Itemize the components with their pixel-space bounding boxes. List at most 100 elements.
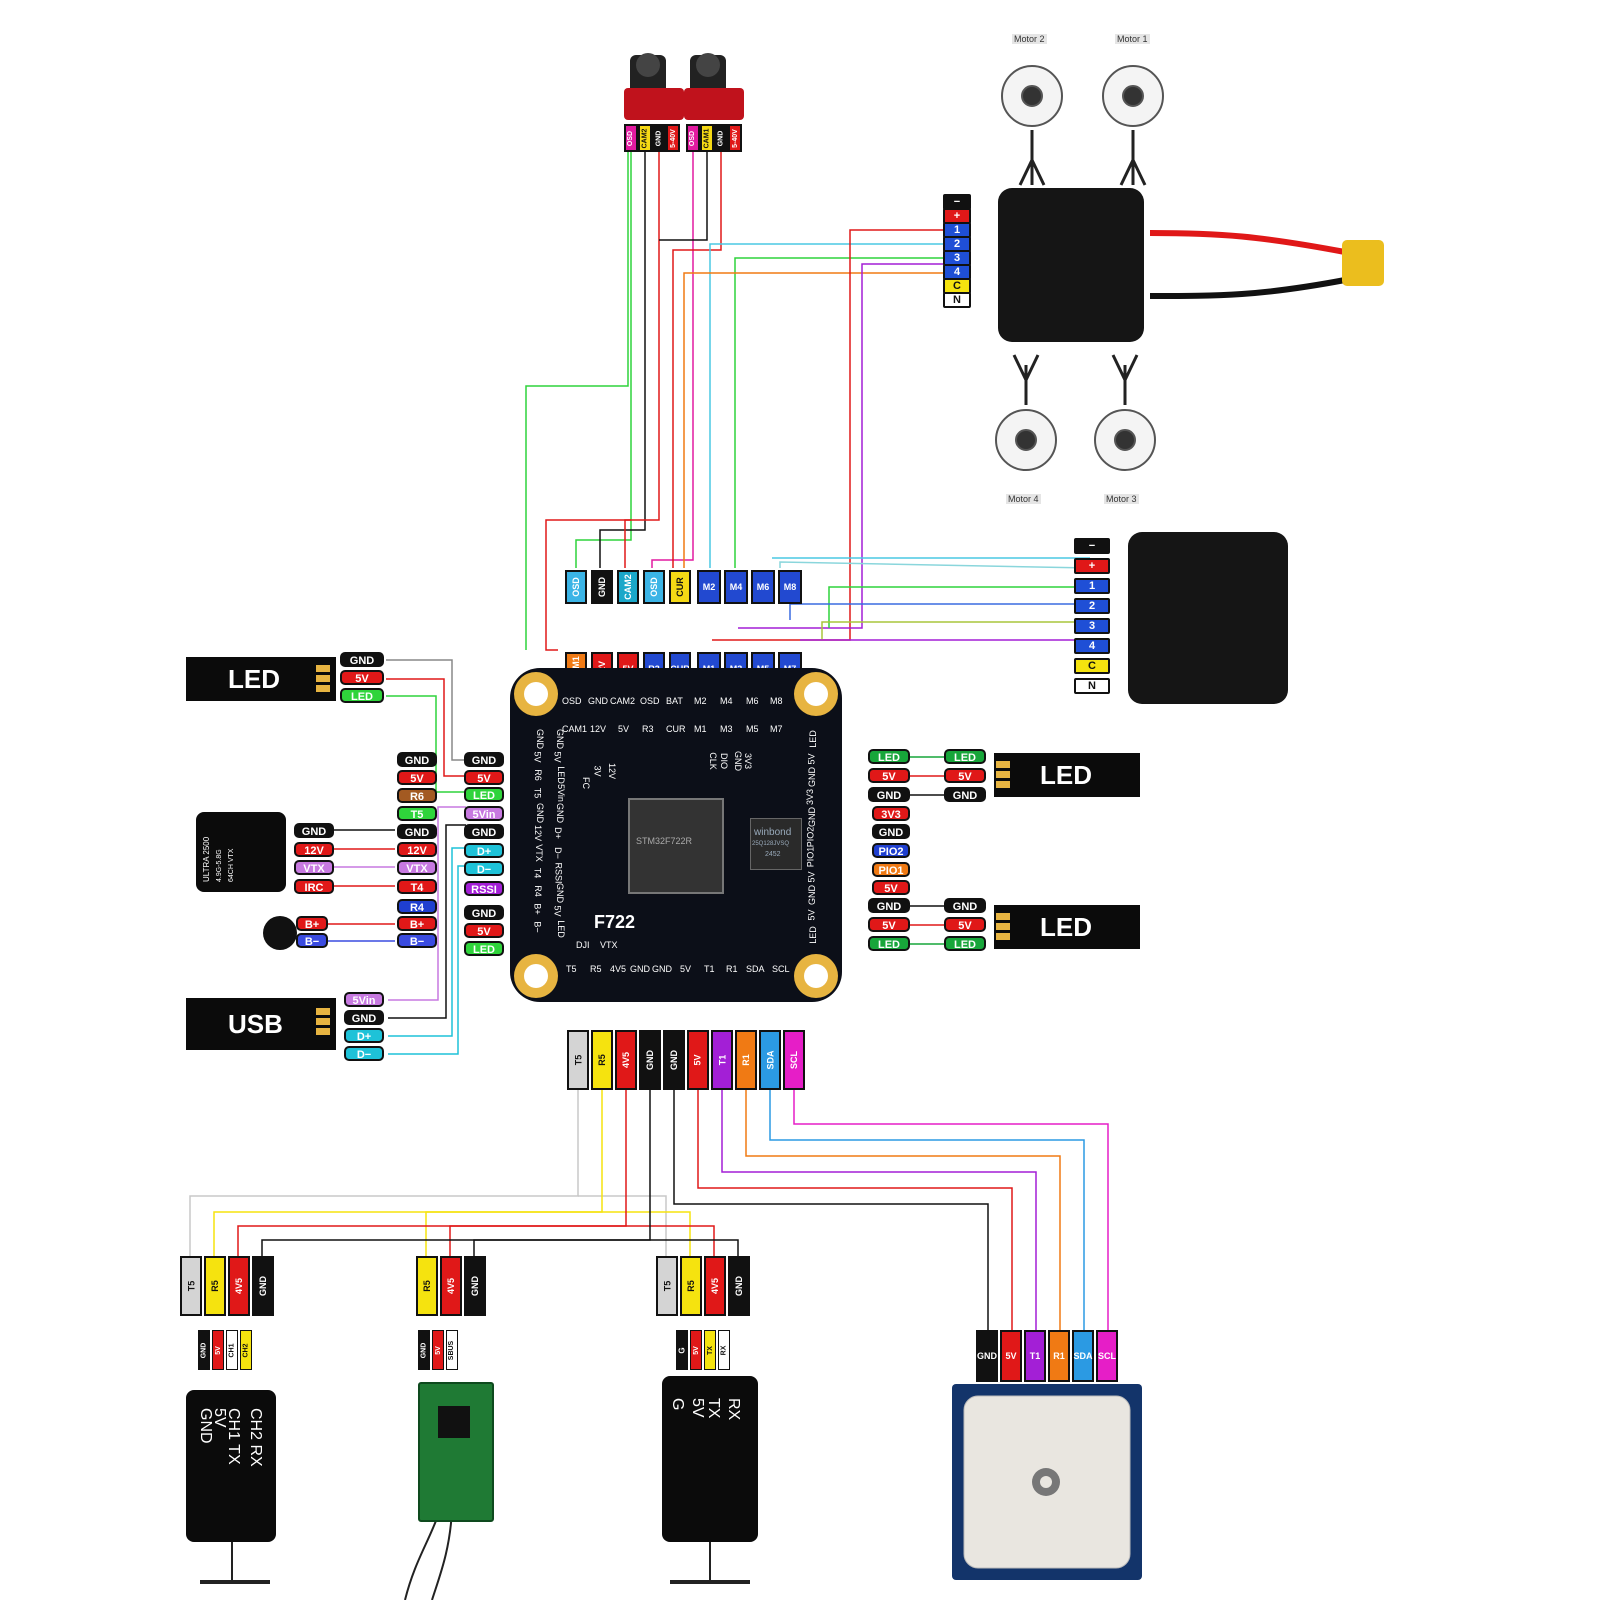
led-rt-pad-gnd: GND (944, 787, 986, 802)
fc-bottom-t5: T5 (566, 964, 577, 974)
fc-bottom-r1: R1 (726, 964, 738, 974)
right-5v-2: 5V (872, 880, 910, 895)
mount-hole (514, 672, 558, 716)
mid-gnd-1: GND (397, 752, 437, 767)
fc-left-12v: 12V (533, 824, 544, 842)
fc-label-osd: OSD (562, 696, 582, 706)
fc-left-r4: R4 (532, 885, 543, 897)
rx3-wire-tx: TX (704, 1330, 716, 1370)
gps-t1: T1 (1024, 1330, 1046, 1382)
buzzer-pad-bminus: B− (296, 933, 328, 948)
fc-mcu: STM32F722R (628, 798, 724, 894)
rx2-4v5: 4V5 (440, 1256, 462, 1316)
cam2-osd-wire (575, 152, 632, 568)
flight-controller: STM32F722R winbond 25Q128JVSQ 2452 F722 … (510, 668, 842, 1002)
row1-m8: M8 (778, 570, 802, 604)
fc-label-cam1: CAM1 (562, 724, 588, 734)
vtx-brand: ULTRA 2500 (202, 836, 211, 882)
led-right-top-label: LED (1040, 759, 1092, 790)
fc-label-cam2: CAM2 (610, 696, 636, 706)
rx1-wire-ch2: CH2 (240, 1330, 252, 1370)
fc-12v: 12V (607, 762, 618, 780)
fc-label-bat: BAT (666, 696, 683, 706)
cam1-power-wire (672, 152, 722, 568)
esc2-board (1128, 532, 1288, 704)
right-5v-3: 5V (868, 917, 910, 932)
cam2-power-wire (624, 152, 660, 568)
fc-inner-5vin: 5Vin (555, 784, 566, 802)
led-left-label: LED (228, 663, 280, 694)
mid-gnd-2: GND (397, 824, 437, 839)
rx3-wire-g: G (676, 1330, 688, 1370)
right-pio2: PIO2 (872, 843, 910, 858)
rx1-gnd: GND (252, 1256, 274, 1316)
fc-bottom-r5: R5 (590, 964, 602, 974)
led-rt-pad-led: LED (944, 749, 986, 764)
fc-fc: FC (581, 777, 591, 789)
fc-label-m1: M1 (694, 724, 707, 734)
cam1-signal-pad: CAM1 (700, 124, 714, 152)
motor-graphics (995, 65, 1164, 471)
xt60-connector (1342, 240, 1384, 286)
fc-3v3: 3V3 (743, 752, 754, 770)
inner-dplus: D+ (464, 843, 504, 858)
mid-t4: T4 (397, 879, 437, 894)
fc-gnd: GND (733, 751, 743, 771)
rx3-r5: R5 (680, 1256, 702, 1316)
m3-wire (738, 263, 943, 629)
fc-bottom-4v5: 4V5 (610, 964, 627, 974)
inner-5v-2: 5V (464, 923, 504, 938)
fc-right-3v3: 3V3 (805, 788, 816, 806)
rx1-receiver: GND 5V CH1 TX CH2 RX (186, 1390, 276, 1542)
fc-left-t4: T4 (532, 867, 543, 879)
rx1-r5: R5 (204, 1256, 226, 1316)
fc-dio: DIO (719, 752, 730, 770)
rx1-wire-gnd: GND (198, 1330, 210, 1370)
esc2-pad-minus: − (1074, 538, 1110, 554)
fc-label-r3: R3 (642, 724, 654, 734)
m4-wire (734, 257, 943, 568)
right-gnd-2: GND (872, 824, 910, 839)
right-pio1: PIO1 (872, 862, 910, 877)
gps-5v: 5V (1000, 1330, 1022, 1382)
esc1-board (998, 188, 1144, 342)
esc2-pad-1: 1 (1074, 578, 1110, 594)
esc1-pad-n: N (943, 292, 971, 308)
row1-m2: M2 (697, 570, 721, 604)
fc-right-pio1: PIO1 (805, 846, 816, 868)
fc-name: F722 (594, 912, 636, 932)
mount-hole (794, 672, 838, 716)
12v-wire (545, 519, 631, 651)
mid-bplus: B+ (397, 916, 437, 931)
buzzer-pad-bplus: B+ (296, 916, 328, 931)
rx2-wire-gnd: GND (418, 1330, 430, 1370)
rx3-label-tx: TX (705, 1398, 722, 1419)
bottom-5v: 5V (687, 1030, 709, 1090)
bottom-r5: R5 (591, 1030, 613, 1090)
rx2-receiver (418, 1382, 494, 1522)
bottom-4v5: 4V5 (615, 1030, 637, 1090)
esc2-m2-wire (828, 586, 1090, 628)
fc-right-gnd2: GND (807, 807, 817, 827)
flash-brand: winbond (754, 827, 792, 838)
row1-m4: M4 (724, 570, 748, 604)
rx1-wire-5v: 5V (212, 1330, 224, 1370)
bottom-r1: R1 (735, 1030, 757, 1090)
cam1-osd-pad: OSD (686, 124, 700, 152)
rx2-wire-5v: 5V (432, 1330, 444, 1370)
fc-left-bminus: B− (532, 921, 543, 933)
fc-3v: 3V (592, 765, 603, 777)
fc-inner-gnd2: GND (555, 803, 565, 823)
cam1-gnd-pad: GND (714, 124, 728, 152)
esc2-m3-wire (821, 621, 1090, 640)
rx1-4v5: 4V5 (228, 1256, 250, 1316)
gps-scl: SCL (1096, 1330, 1118, 1382)
bottom-t1: T1 (711, 1030, 733, 1090)
mid-12v: 12V (397, 842, 437, 857)
fc-right-pio2: PIO2 (805, 826, 816, 848)
row1-gnd: GND (591, 570, 613, 604)
fc-label-gnd: GND (588, 696, 608, 706)
fc-left-5v: 5V (532, 751, 543, 763)
cam2-signal-pad: CAM2 (638, 124, 652, 152)
